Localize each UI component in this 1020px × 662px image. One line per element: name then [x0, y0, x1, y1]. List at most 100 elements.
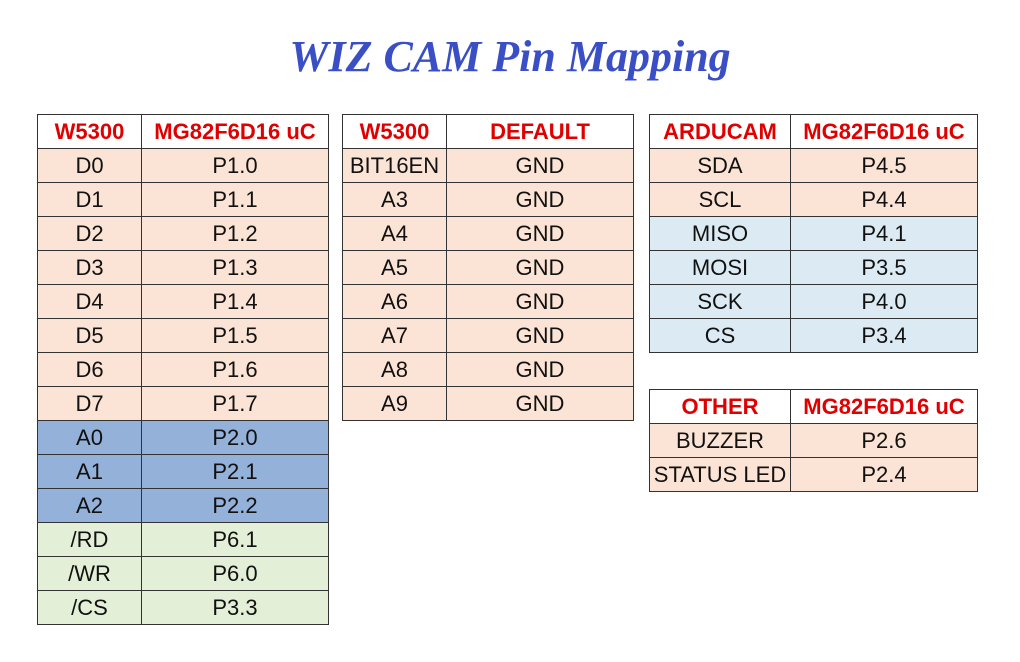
- pin-name-cell: A8: [342, 352, 447, 387]
- pin-name-cell: A3: [342, 182, 447, 217]
- pin-name-cell: D2: [37, 216, 142, 251]
- pin-value-cell: GND: [446, 250, 634, 285]
- pin-value-cell: P1.6: [141, 352, 329, 387]
- pin-name-cell: CS: [649, 318, 791, 353]
- pin-value-cell: GND: [446, 284, 634, 319]
- pin-name-cell: D3: [37, 250, 142, 285]
- pin-name-cell: D6: [37, 352, 142, 387]
- pin-value-cell: GND: [446, 182, 634, 217]
- pin-name-cell: A1: [37, 454, 142, 489]
- pin-value-cell: GND: [446, 318, 634, 353]
- pin-value-cell: P1.0: [141, 148, 329, 183]
- pin-value-cell: P3.5: [790, 250, 978, 285]
- pin-name-cell: D5: [37, 318, 142, 353]
- pin-name-cell: A4: [342, 216, 447, 251]
- pin-name-cell: /RD: [37, 522, 142, 557]
- pin-value-cell: GND: [446, 216, 634, 251]
- pin-name-cell: BUZZER: [649, 423, 791, 458]
- column-header: MG82F6D16 uC: [790, 389, 978, 424]
- pin-name-cell: D7: [37, 386, 142, 421]
- pin-value-cell: P4.0: [790, 284, 978, 319]
- pin-name-cell: A2: [37, 488, 142, 523]
- pin-value-cell: GND: [446, 148, 634, 183]
- pin-value-cell: P4.1: [790, 216, 978, 251]
- pin-name-cell: SCL: [649, 182, 791, 217]
- pin-value-cell: P2.0: [141, 420, 329, 455]
- pin-value-cell: P2.6: [790, 423, 978, 458]
- pin-name-cell: A9: [342, 386, 447, 421]
- pin-name-cell: SCK: [649, 284, 791, 319]
- pin-name-cell: A6: [342, 284, 447, 319]
- pin-value-cell: GND: [446, 386, 634, 421]
- pin-name-cell: D4: [37, 284, 142, 319]
- pin-value-cell: P4.5: [790, 148, 978, 183]
- pin-name-cell: D0: [37, 148, 142, 183]
- column-header: W5300: [342, 114, 447, 149]
- pin-name-cell: /CS: [37, 590, 142, 625]
- pin-value-cell: P6.0: [141, 556, 329, 591]
- pin-name-cell: /WR: [37, 556, 142, 591]
- pin-value-cell: P1.5: [141, 318, 329, 353]
- pin-value-cell: P3.3: [141, 590, 329, 625]
- column-header: OTHER: [649, 389, 791, 424]
- pin-value-cell: P1.3: [141, 250, 329, 285]
- pin-value-cell: P1.4: [141, 284, 329, 319]
- pin-name-cell: MISO: [649, 216, 791, 251]
- pin-value-cell: P1.7: [141, 386, 329, 421]
- pin-name-cell: A0: [37, 420, 142, 455]
- column-header: DEFAULT: [446, 114, 634, 149]
- pin-value-cell: P1.2: [141, 216, 329, 251]
- column-header: MG82F6D16 uC: [790, 114, 978, 149]
- pin-value-cell: P2.4: [790, 457, 978, 492]
- column-header: ARDUCAM: [649, 114, 791, 149]
- column-header: MG82F6D16 uC: [141, 114, 329, 149]
- pin-value-cell: P4.4: [790, 182, 978, 217]
- pin-name-cell: BIT16EN: [342, 148, 447, 183]
- pin-name-cell: A7: [342, 318, 447, 353]
- pin-value-cell: P1.1: [141, 182, 329, 217]
- pin-name-cell: MOSI: [649, 250, 791, 285]
- pin-value-cell: P2.1: [141, 454, 329, 489]
- pin-value-cell: P3.4: [790, 318, 978, 353]
- pin-value-cell: P2.2: [141, 488, 329, 523]
- column-header: W5300: [37, 114, 142, 149]
